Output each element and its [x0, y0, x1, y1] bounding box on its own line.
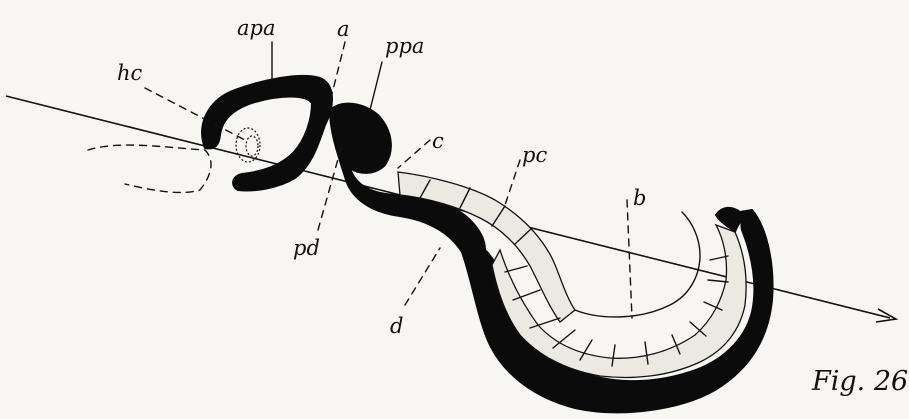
label-apa: apa	[237, 16, 275, 40]
outer-membrane-outline	[575, 212, 700, 317]
leader-ppa	[370, 62, 382, 110]
dashed-outline	[88, 145, 211, 192]
label-ppa: ppa	[385, 34, 424, 58]
leader-b	[627, 200, 632, 318]
label-pc: pc	[522, 143, 547, 167]
leader-a	[330, 42, 345, 102]
label-c: c	[432, 129, 444, 153]
leader-d	[405, 248, 440, 305]
figure-caption: Fig. 26	[811, 366, 908, 397]
label-a: a	[337, 17, 350, 41]
leader-pc	[505, 160, 520, 205]
label-d: d	[390, 314, 403, 338]
label-hc: hc	[117, 61, 143, 85]
leader-c	[398, 140, 430, 168]
label-pd: pd	[293, 236, 320, 260]
label-b: b	[633, 186, 646, 210]
